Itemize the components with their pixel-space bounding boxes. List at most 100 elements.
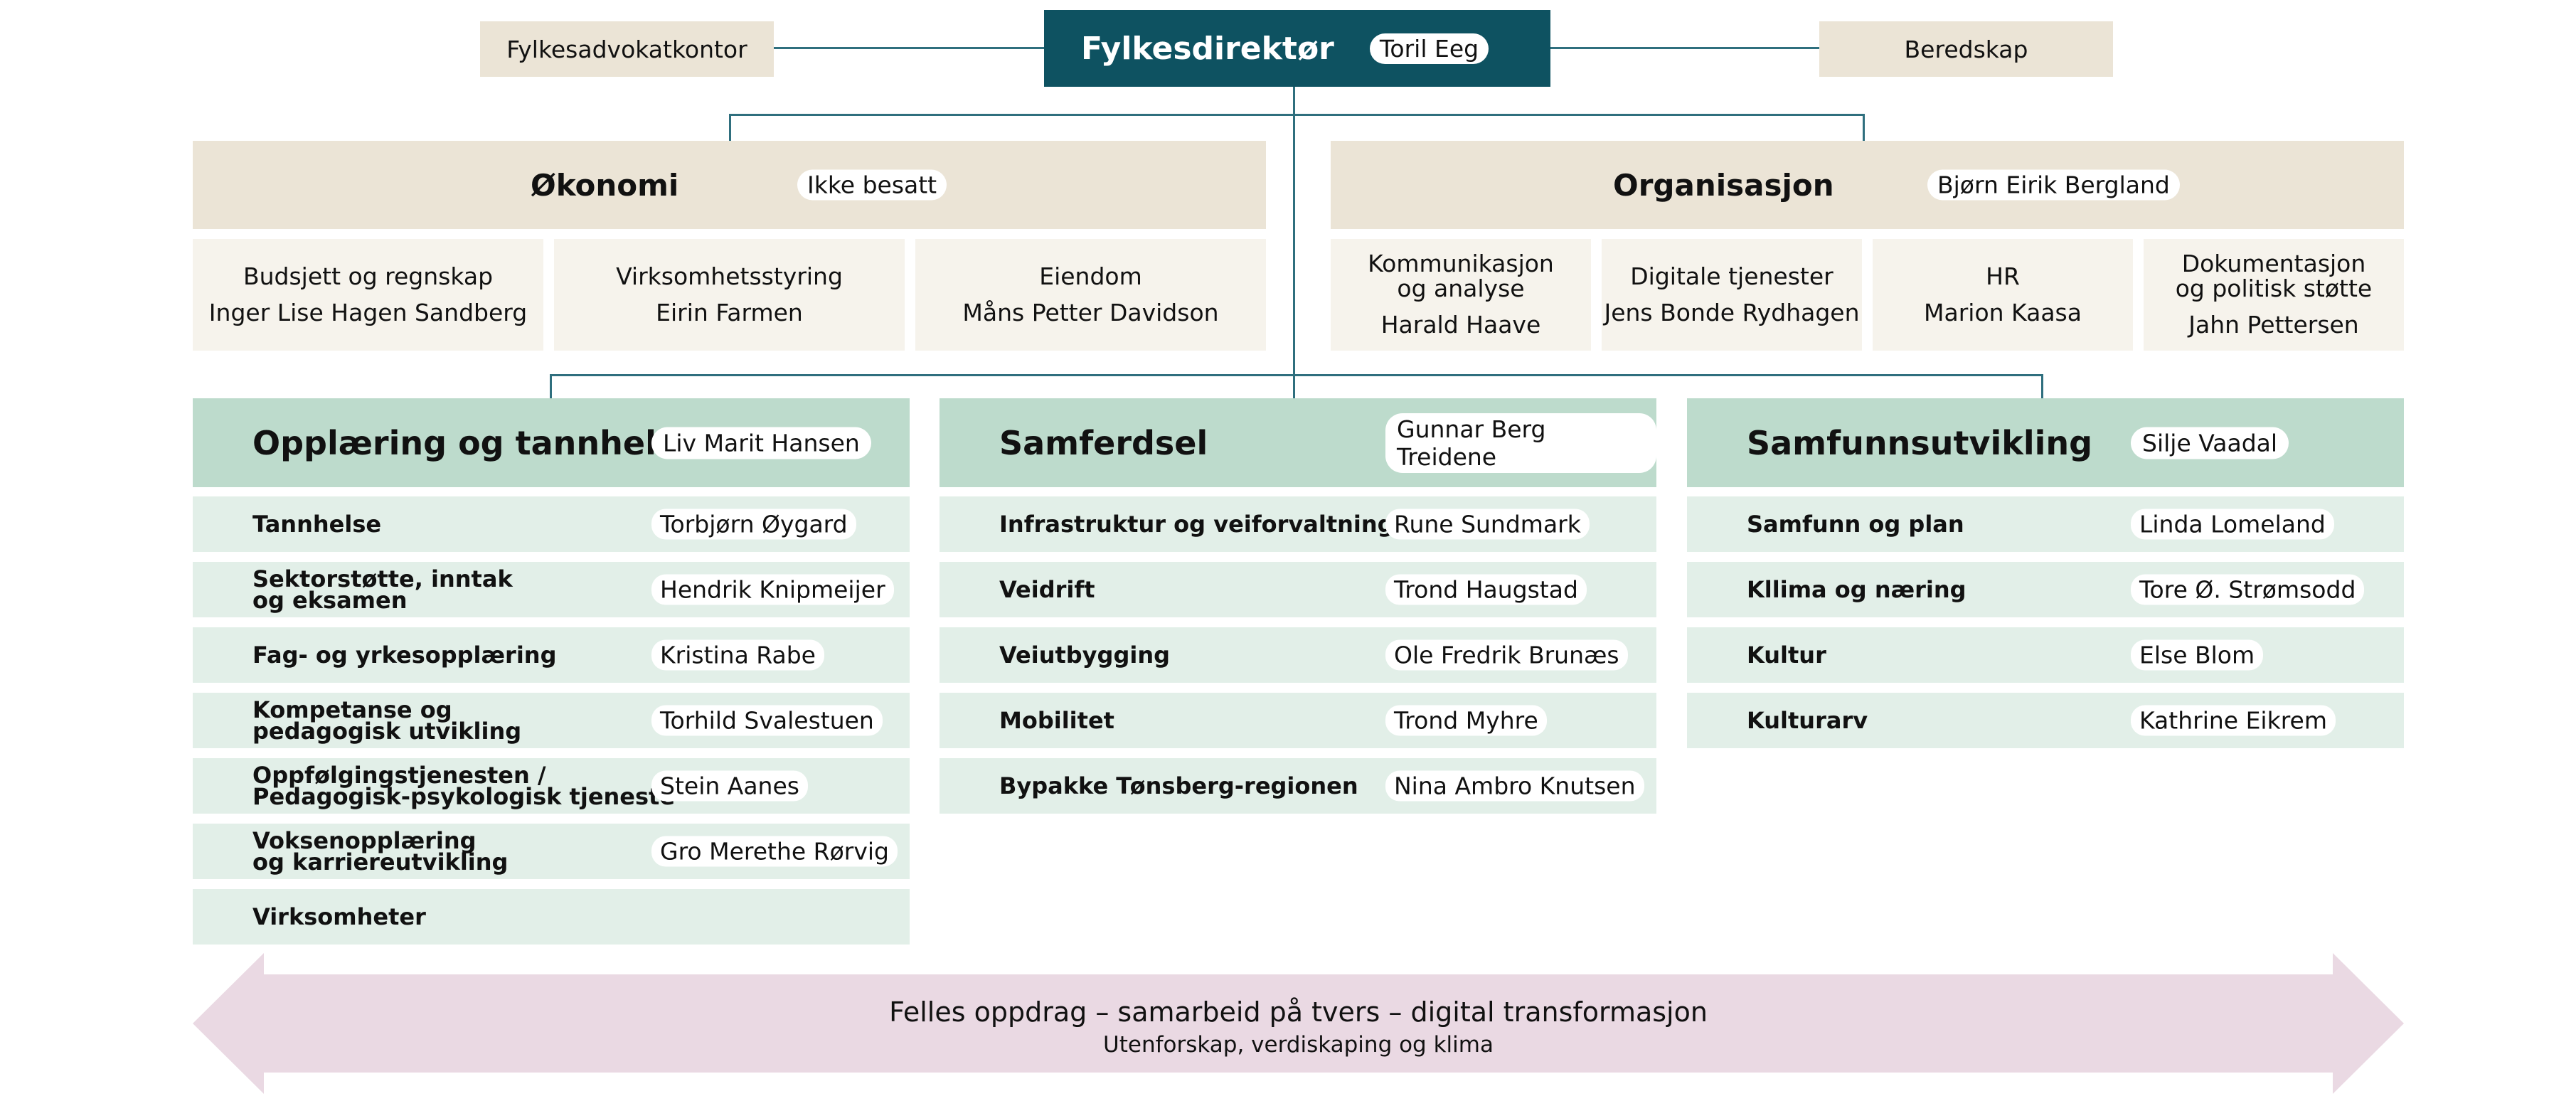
subunit-title: Dokumentasjon og politisk støtte — [2175, 250, 2373, 302]
division-row[interactable]: Samfunn og plan Linda Lomeland — [1687, 496, 2404, 552]
row-title: Kultur — [1747, 642, 1826, 669]
row-person-pill: Gro Merethe Rørvig — [651, 836, 898, 867]
division-row[interactable]: Sektorstøtte, inntak og eksamen Hendrik … — [193, 562, 910, 617]
row-person-pill: Kathrine Eikrem — [2131, 705, 2336, 736]
subunit-title: Budsjett og regnskap — [243, 262, 494, 290]
division-title: Samfunnsutvikling — [1747, 423, 2093, 462]
division-row[interactable]: Kulturarv Kathrine Eikrem — [1687, 693, 2404, 748]
staff-header-okonomi[interactable]: Økonomi Ikke besatt — [193, 141, 1266, 229]
division-row[interactable]: Mobilitet Trond Myhre — [940, 693, 1656, 748]
division-row[interactable]: Kllima og næring Tore Ø. Strømsodd — [1687, 562, 2404, 617]
row-person-pill: Hendrik Knipmeijer — [651, 574, 894, 605]
division-row[interactable]: Infrastruktur og veiforvaltning Rune Sun… — [940, 496, 1656, 552]
row-person-pill: Torbjørn Øygard — [651, 509, 856, 540]
row-title: Kllima og næring — [1747, 576, 1966, 603]
row-person-pill: Torhild Svalestuen — [651, 705, 883, 736]
subunit-digitale-tjenester[interactable]: Digitale tjenester Jens Bonde Rydhagen — [1602, 239, 1862, 351]
row-title: Infrastruktur og veiforvaltning — [999, 511, 1394, 538]
staff-title-organisasjon: Organisasjon — [1613, 167, 1834, 203]
connector-staff-left-drop — [729, 114, 731, 142]
connector-staff-right-drop — [1863, 114, 1865, 142]
division-header-samfunnsutvikling[interactable]: Samfunnsutvikling Silje Vaadal — [1687, 398, 2404, 487]
subunit-virksomhetsstyring[interactable]: Virksomhetsstyring Eirin Farmen — [554, 239, 905, 351]
subunit-eiendom[interactable]: Eiendom Måns Petter Davidson — [915, 239, 1266, 351]
staff-person-organisasjon: Bjørn Eirik Bergland — [1927, 169, 2180, 201]
banner: Felles oppdrag – samarbeid på tvers – di… — [193, 953, 2404, 1094]
side-unit-fylkesadvokatkontor[interactable]: Fylkesadvokatkontor — [480, 21, 774, 77]
division-person-pill: Gunnar Berg Treidene — [1385, 413, 1656, 473]
division-row[interactable]: Voksenopplæring og karriereutvikling Gro… — [193, 824, 910, 879]
row-title: Mobilitet — [999, 707, 1114, 734]
subunit-person: Måns Petter Davidson — [962, 298, 1219, 326]
connector-staff-horizontal — [729, 114, 1865, 116]
subunit-person: Inger Lise Hagen Sandberg — [208, 298, 528, 326]
subunit-dokumentasjon-og-politisk-stotte[interactable]: Dokumentasjon og politisk støtte Jahn Pe… — [2144, 239, 2404, 351]
side-unit-beredskap[interactable]: Beredskap — [1819, 21, 2113, 77]
division-header-samferdsel[interactable]: Samferdsel Gunnar Berg Treidene — [940, 398, 1656, 487]
double-arrow-icon — [193, 953, 2404, 1094]
row-person-pill: Rune Sundmark — [1385, 509, 1590, 540]
subunit-title: Digitale tjenester — [1630, 262, 1833, 290]
division-row[interactable]: Tannhelse Torbjørn Øygard — [193, 496, 910, 552]
row-title: Veiutbygging — [999, 642, 1170, 669]
subunit-person: Jens Bonde Rydhagen — [1604, 298, 1860, 326]
connector-division-horizontal — [550, 374, 2043, 376]
side-unit-left-label: Fylkesadvokatkontor — [506, 35, 747, 63]
staff-header-organisasjon[interactable]: Organisasjon Bjørn Eirik Bergland — [1331, 141, 2404, 229]
division-row[interactable]: Oppfølgingstjenesten / Pedagogisk-psykol… — [193, 758, 910, 814]
division-header-opplaering-og-tannhelse[interactable]: Opplæring og tannhelse Liv Marit Hansen — [193, 398, 910, 487]
side-unit-right-label: Beredskap — [1904, 35, 2028, 63]
subunit-budsjett-og-regnskap[interactable]: Budsjett og regnskap Inger Lise Hagen Sa… — [193, 239, 543, 351]
banner-main-text: Felles oppdrag – samarbeid på tvers – di… — [889, 996, 1708, 1028]
subunit-title: Virksomhetsstyring — [616, 262, 843, 290]
subunit-title: HR — [1986, 262, 2020, 290]
row-person-pill: Trond Myhre — [1385, 705, 1547, 736]
director-title: Fylkesdirektør — [1081, 30, 1334, 67]
double-arrow-banner-shape — [193, 953, 2404, 1094]
subunit-person: Marion Kaasa — [1924, 298, 2082, 326]
row-title: Virksomheter — [252, 903, 426, 930]
division-row[interactable]: Bypakke Tønsberg-regionen Nina Ambro Knu… — [940, 758, 1656, 814]
row-title: Tannhelse — [252, 511, 382, 538]
row-person-pill: Ole Fredrik Brunæs — [1385, 639, 1628, 671]
staff-title-okonomi: Økonomi — [531, 167, 679, 203]
row-title: Voksenopplæring og karriereutvikling — [252, 827, 509, 876]
division-row[interactable]: Fag- og yrkesopplæring Kristina Rabe — [193, 627, 910, 683]
division-person-pill: Silje Vaadal — [2131, 427, 2289, 459]
subunit-person: Jahn Pettersen — [2188, 311, 2359, 339]
division-title: Opplæring og tannhelse — [252, 423, 698, 462]
row-title: Bypakke Tønsberg-regionen — [999, 772, 1358, 799]
connector-division-left-drop — [550, 374, 552, 398]
subunit-person: Harald Haave — [1380, 311, 1541, 339]
staff-person-okonomi: Ikke besatt — [797, 169, 947, 201]
row-person-pill: Kristina Rabe — [651, 639, 824, 671]
division-row[interactable]: Virksomheter — [193, 889, 910, 945]
row-title: Sektorstøtte, inntak og eksamen — [252, 565, 513, 614]
subunit-hr[interactable]: HR Marion Kaasa — [1873, 239, 2133, 351]
row-person-pill: Nina Ambro Knutsen — [1385, 770, 1644, 802]
connector-director-left — [774, 47, 1044, 49]
banner-sub-text: Utenforskap, verdiskaping og klima — [1103, 1032, 1494, 1058]
division-title: Samferdsel — [999, 423, 1208, 462]
director-box[interactable]: Fylkesdirektør Toril Eeg — [1044, 10, 1550, 87]
row-person-pill: Trond Haugstad — [1385, 574, 1587, 605]
subunit-title: Kommunikasjon og analyse — [1368, 250, 1554, 302]
row-person-pill: Stein Aanes — [651, 770, 808, 802]
subunit-title: Eiendom — [1039, 262, 1142, 290]
row-person-pill: Else Blom — [2131, 639, 2264, 671]
subunit-kommunikasjon-og-analyse[interactable]: Kommunikasjon og analyse Harald Haave — [1331, 239, 1591, 351]
division-row[interactable]: Kultur Else Blom — [1687, 627, 2404, 683]
connector-director-trunk — [1293, 87, 1295, 398]
subunit-person: Eirin Farmen — [656, 298, 803, 326]
row-person-pill: Linda Lomeland — [2131, 509, 2334, 540]
division-row[interactable]: Veiutbygging Ole Fredrik Brunæs — [940, 627, 1656, 683]
row-title: Fag- og yrkesopplæring — [252, 642, 557, 669]
row-person-pill: Tore Ø. Strømsodd — [2131, 574, 2365, 605]
connector-division-right-drop — [2041, 374, 2043, 398]
division-person-pill: Liv Marit Hansen — [651, 427, 871, 459]
director-person-pill: Toril Eeg — [1369, 33, 1489, 64]
division-row[interactable]: Veidrift Trond Haugstad — [940, 562, 1656, 617]
row-title: Samfunn og plan — [1747, 511, 1964, 538]
row-title: Veidrift — [999, 576, 1095, 603]
division-row[interactable]: Kompetanse og pedagogisk utvikling Torhi… — [193, 693, 910, 748]
